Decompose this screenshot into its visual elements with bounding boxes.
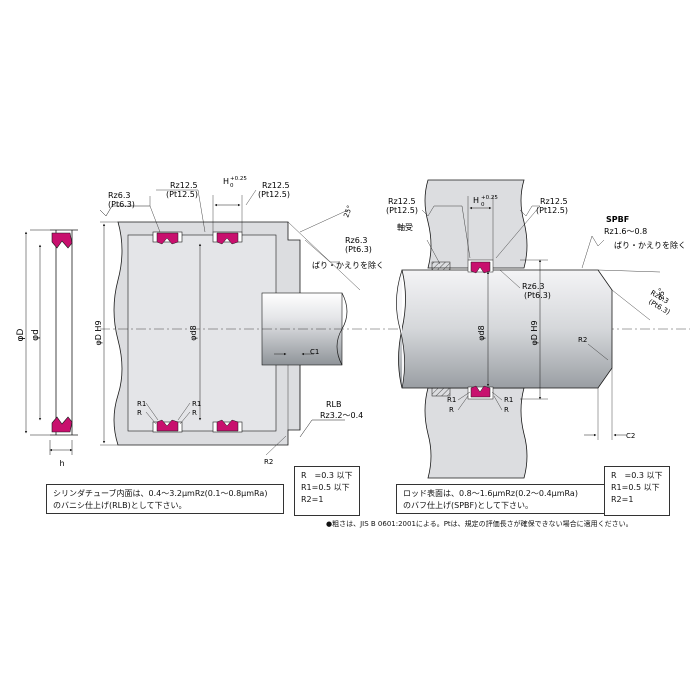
rod-r1-label-a: R1 [447,396,456,404]
rod-tol-H-upper: +0.25 [481,195,498,201]
rod-r-label-b: R [504,406,509,414]
cylinder-note-line2: のバニシ仕上げ(RLB)として下さい。 [53,501,187,510]
rod-rz-top-left-label: Rz12.5 [388,197,416,206]
rz-corner-label: Rz6.3 [108,191,130,200]
radius-note-left: R =0.3 以下 R1=0.5 以下 R2=1 [294,466,360,516]
c1-label: C1 [310,348,319,356]
rod-angle-label: 25° [658,288,666,300]
pt-corner-label: (Pt6.3) [108,200,135,209]
radius-note-right: R =0.3 以下 R1=0.5 以下 R2=1 [604,466,670,516]
dim-DH9-label: φD H9 [94,320,103,345]
rod-seal-assembly [396,179,661,479]
tol-H-lower: 0 [230,183,234,189]
burr-note: ばり・かえりを除く [312,260,384,270]
bearing-label: 軸受 [397,222,413,232]
rod-r-label-a: R [449,406,454,414]
housing-bottom [424,387,528,479]
radius-left-2: R1=0.5 以下 [301,483,350,492]
rod-note-line2: のバフ仕上げ(SPBF)として下さい。 [403,501,533,510]
rod-r1-label-b: R1 [504,396,513,404]
rz-top-left-label: Rz12.5 [170,181,198,190]
c2-label: C2 [626,432,635,440]
dim-h-label: h [59,459,64,468]
seal-bottom-right [216,419,239,432]
angle-label: 25° [342,204,354,218]
cylinder-finish-note: シリンダチューブ内面は、0.4～3.2μmRz(0.1～0.8μmRa) のバニ… [46,484,284,514]
rod-tol-H-lower: 0 [481,202,485,208]
rod-rz-groove-label: Rz6.3 [522,282,544,291]
piston-assembly [99,189,690,456]
rod-seal-bottom [470,385,491,398]
rod-pt-groove-label: (Pt6.3) [524,291,551,300]
housing-top [424,179,528,269]
pt-chamfer-label: (Pt6.3) [345,245,372,254]
r-label-a: R [137,409,142,417]
dim-D-label: φD [16,329,26,342]
rod-seal-top [470,261,491,274]
rod-note-line1: ロッド表面は、0.8～1.6μmRz(0.2～0.4μmRa) [403,489,578,498]
spbf-label: SPBF [606,215,629,224]
dim-H-label: H [223,177,229,186]
cylinder-note-line1: シリンダチューブ内面は、0.4～3.2μmRz(0.1～0.8μmRa) [53,489,268,498]
rz-top-right-label: Rz12.5 [262,181,290,190]
rod-rz-top-right-label: Rz12.5 [540,197,568,206]
rod-dim-H-label: H [473,196,479,205]
seal-bottom-left [156,419,179,432]
seal-lip-top [51,232,73,249]
rz-chamfer-label: Rz6.3 [345,236,367,245]
radius-left-3: R2=1 [301,495,324,504]
rod-dim-DH9-label: φD H9 [530,320,539,345]
rod-pt-top-right-label: (Pt12.5) [536,206,568,215]
pt-top-right-label: (Pt12.5) [258,190,290,199]
radius-right-3: R2=1 [611,495,634,504]
pt-top-left-label: (Pt12.5) [166,190,198,199]
rlb-label: RLB [326,400,342,409]
roughness-footnote: ●粗さは、JIS B 0601:2001による。Ptは、規定の評価長さが確保でき… [326,520,633,528]
r-label-b: R [192,409,197,417]
seal-top-right [216,232,239,245]
seal-top-left [156,232,179,245]
r1-label-a: R1 [137,400,146,408]
dim-d8-label: φd8 [189,325,198,340]
rod-dim-d8-label: φd8 [477,325,486,340]
r2-label: R2 [264,458,273,466]
rod-pt-top-left-label: (Pt12.5) [386,206,418,215]
rod-r2-label: R2 [578,336,587,344]
dim-d-label: φd [31,329,41,341]
r1-label-b: R1 [192,400,201,408]
seal-section-view [24,229,78,455]
tol-H-upper: +0.25 [230,176,247,182]
rod-burr-note: ばり・かえりを除く [614,240,686,250]
seal-lip-bottom [51,416,73,433]
radius-left-1: R =0.3 以下 [301,471,353,480]
rlb-rz-label: Rz3.2～0.4 [320,411,363,420]
radius-right-2: R1=0.5 以下 [611,483,660,492]
rod-finish-note: ロッド表面は、0.8～1.6μmRz(0.2～0.4μmRa) のバフ仕上げ(S… [396,484,612,514]
radius-right-1: R =0.3 以下 [611,471,663,480]
spbf-rz-label: Rz1.6～0.8 [604,227,647,236]
rod [398,269,613,389]
piston-body [127,234,277,432]
